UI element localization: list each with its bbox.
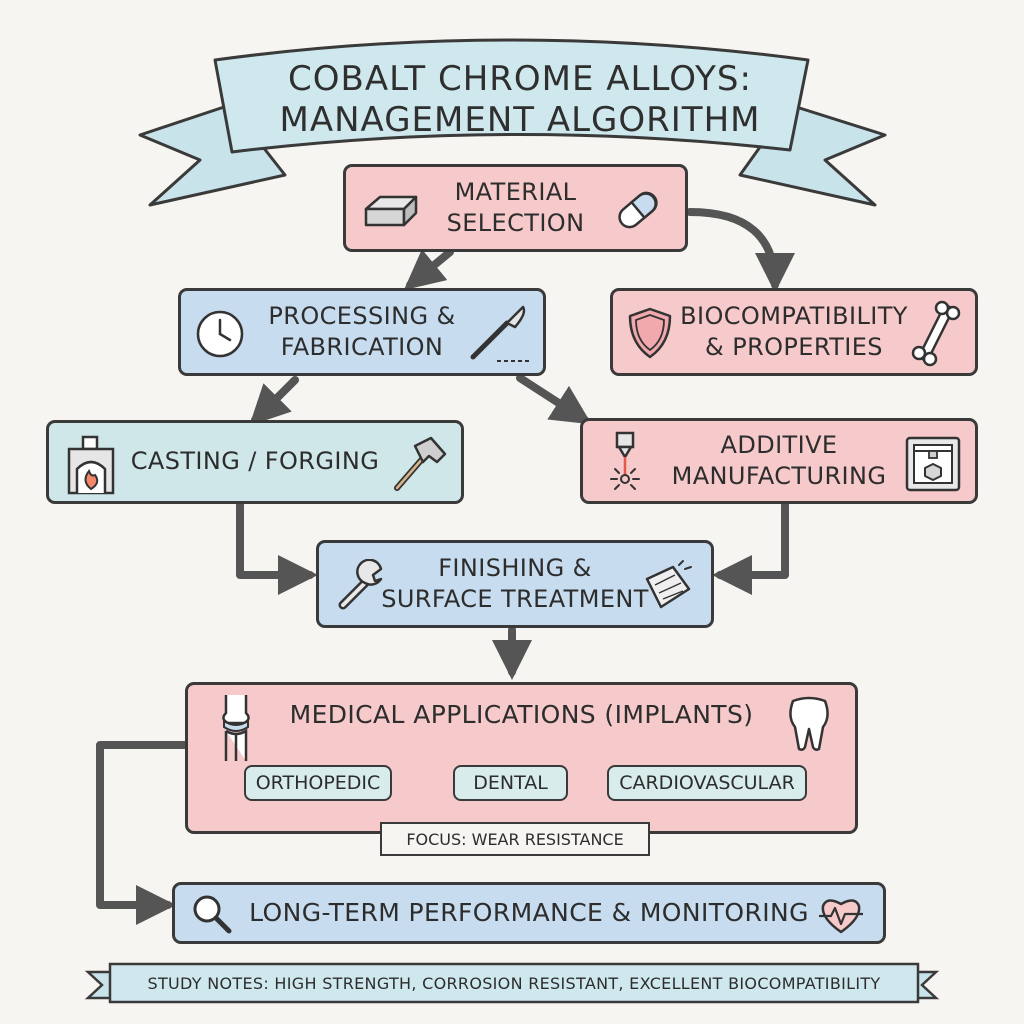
orthopedic-node: Orthopedic <box>244 765 392 801</box>
processing-line-2: Fabrication <box>280 333 444 361</box>
title-line-2: Management Algorithm <box>279 100 761 140</box>
capsule-icon <box>618 191 658 229</box>
finishing-box: Finishing & Surface Treatment <box>316 540 714 628</box>
cardiovascular-label: Cardiovascular <box>619 772 795 794</box>
additive-line-1: Additive <box>720 430 838 459</box>
heart-monitor-icon <box>819 899 863 934</box>
cardiovascular-node: Cardiovascular <box>607 765 807 801</box>
scalpel-icon <box>470 305 529 362</box>
title-line-1: Cobalt Chrome Alloys: <box>288 59 752 100</box>
biocompatibility-line-2: & Properties <box>705 333 883 361</box>
metal-ingot-icon <box>364 195 418 227</box>
wrench-icon <box>338 559 383 610</box>
bone-icon <box>911 300 961 367</box>
magnifier-icon <box>193 895 232 934</box>
notes-ribbon <box>84 962 940 1004</box>
processing-line-1: Processing & <box>268 301 456 330</box>
polishing-cloth-icon <box>645 560 692 609</box>
arrow-processing-to-additive <box>516 374 592 425</box>
finishing-line-1: Finishing & <box>438 553 592 582</box>
focus-label: Focus: Wear Resistance <box>406 829 624 849</box>
additive-line-2: Manufacturing <box>671 462 887 490</box>
tooth-icon <box>789 696 829 751</box>
banner-body <box>213 38 810 154</box>
casting-forging-box: Casting / Forging <box>46 420 464 504</box>
finishing-line-2: Surface Treatment <box>381 585 649 613</box>
furnace-icon <box>67 435 115 495</box>
arrow-casting-to-finishing <box>236 501 318 595</box>
material-selection-box: Material Selection <box>343 164 688 252</box>
hammer-icon <box>394 436 447 491</box>
monitoring-label: Long-Term Performance & Monitoring <box>249 897 809 927</box>
additive-manufacturing-box: Additive Manufacturing <box>580 418 978 504</box>
medical-applications-box: Medical Applications (Implants) <box>185 682 858 834</box>
orthopedic-label: Orthopedic <box>255 772 381 794</box>
dental-label: Dental <box>473 772 548 794</box>
dental-node: Dental <box>453 765 568 801</box>
arrow-material-to-biocompat <box>686 208 795 293</box>
material-selection-line-1: Material <box>454 177 577 206</box>
arrow-additive-to-finishing <box>712 501 789 595</box>
study-notes: Study Notes: High Strength, Corrosion Re… <box>147 973 881 993</box>
arrow-medical-to-monitoring <box>96 741 189 925</box>
laser-icon <box>610 431 640 490</box>
clock-icon <box>196 310 244 358</box>
biocompatibility-line-1: Biocompatibility <box>680 301 908 330</box>
medical-applications-label: Medical Applications (Implants) <box>289 700 754 729</box>
knee-joint-icon <box>222 695 250 761</box>
monitoring-box: Long-Term Performance & Monitoring <box>172 882 886 944</box>
casting-forging-label: Casting / Forging <box>130 447 380 476</box>
material-selection-line-2: Selection <box>446 209 585 237</box>
biocompatibility-box: Biocompatibility & Properties <box>610 288 978 376</box>
arrow-processing-to-casting <box>249 376 299 426</box>
focus-tag: Focus: Wear Resistance <box>380 822 650 856</box>
processing-box: Processing & Fabrication <box>178 288 546 376</box>
title-banner <box>138 38 887 207</box>
page-title: Cobalt Chrome Alloys: Management Algorit… <box>240 50 800 150</box>
arrow-material-to-processing <box>403 248 454 291</box>
3d-printer-icon <box>905 436 961 492</box>
shield-icon <box>628 307 672 359</box>
